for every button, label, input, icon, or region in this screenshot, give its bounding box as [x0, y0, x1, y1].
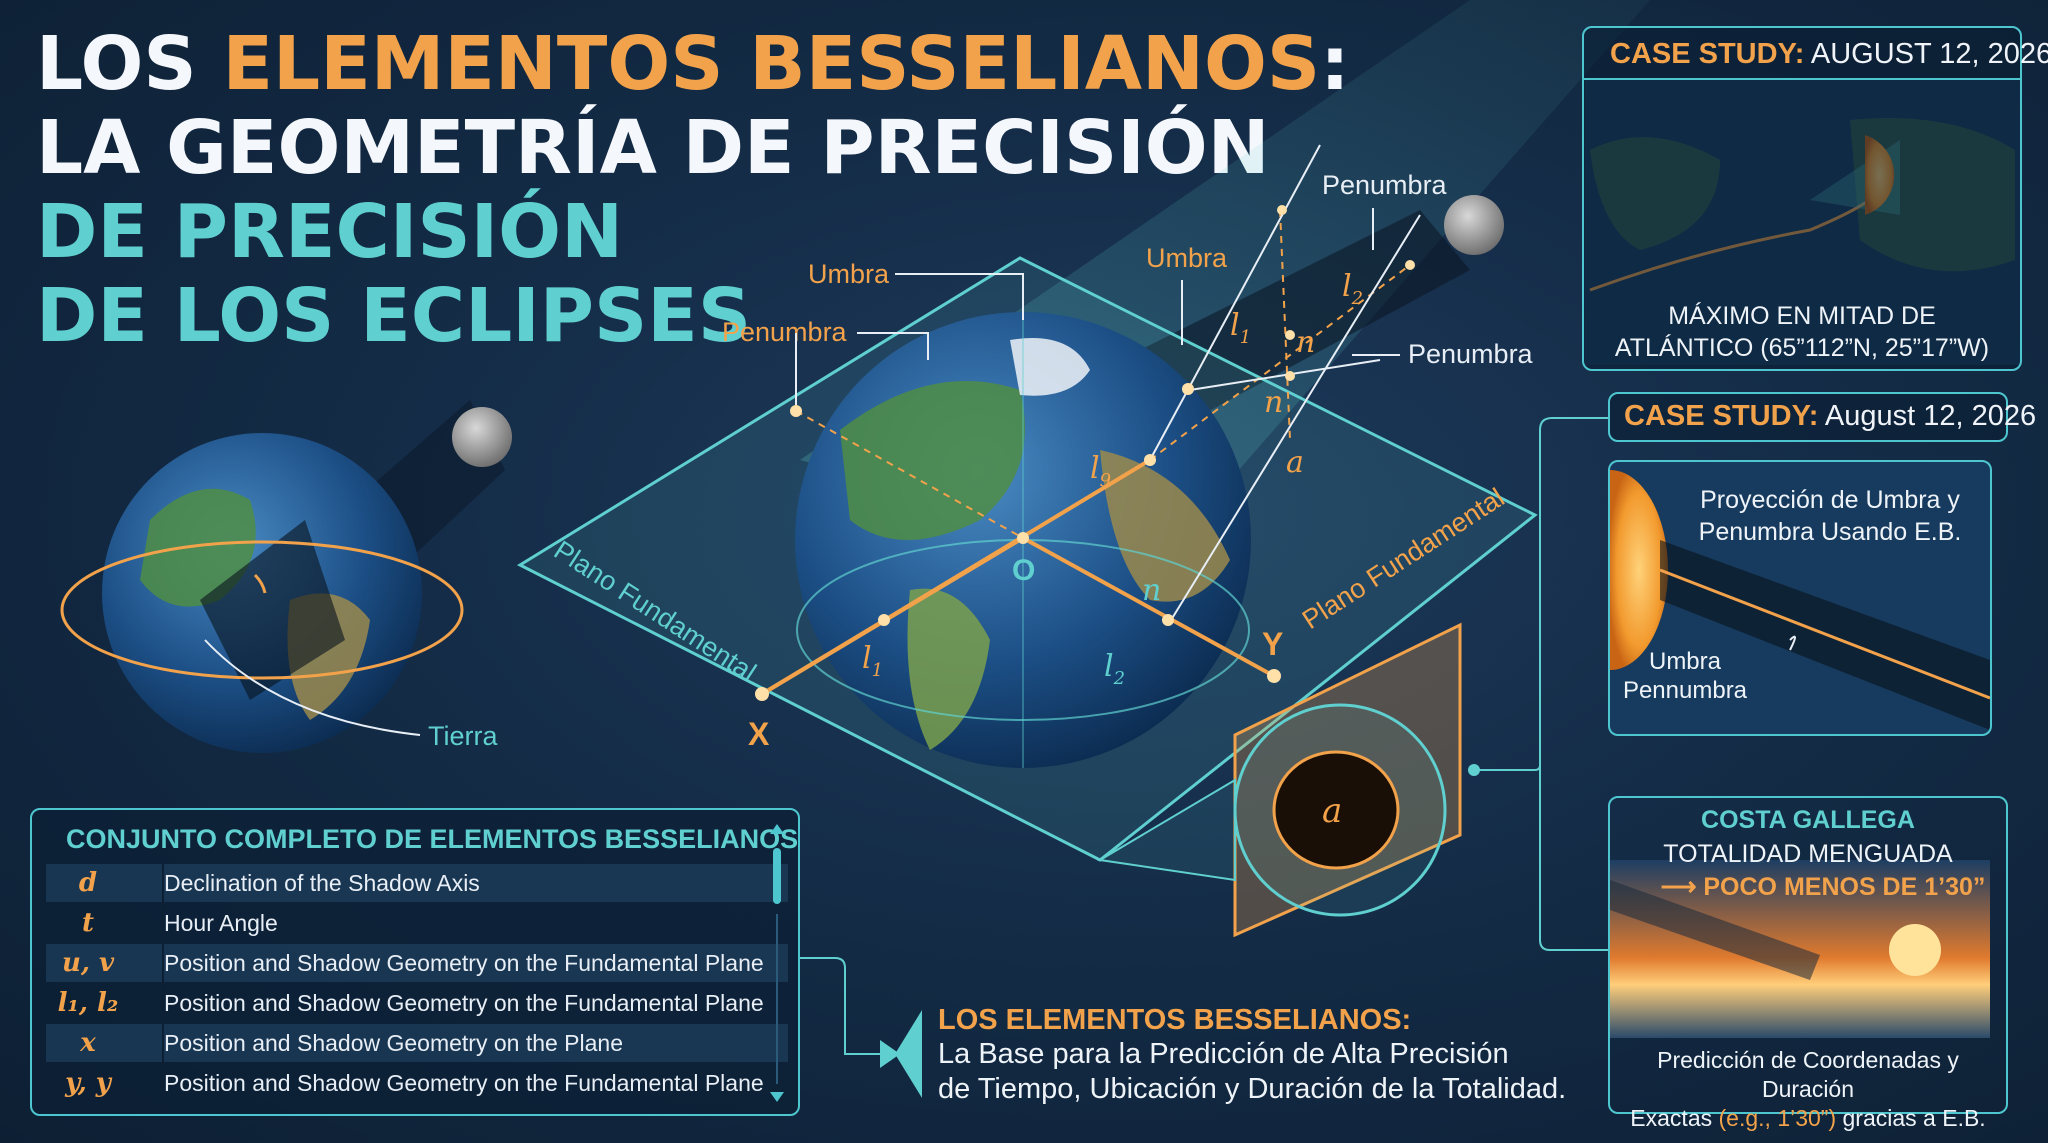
page-title: LOS ELEMENTOS BESSELIANOS: LA GEOMETRÍA … — [36, 21, 1350, 359]
case-study-panel-bottom: COSTA GALLEGA TOTALIDAD MENGUADA ⟶ POCO … — [1608, 796, 2008, 1131]
axis-y-label: Y — [1262, 626, 1283, 662]
connector-lines — [800, 417, 1608, 1055]
summary-block: LOS ELEMENTOS BESSELIANOS: La Base para … — [938, 1004, 1566, 1107]
case-bottom-line1: TOTALIDAD MENGUADA — [1663, 840, 1953, 868]
case-study-header-mid: CASE STUDY: August 12, 2026 — [1608, 392, 2036, 442]
l1-label: l1 — [862, 641, 883, 681]
bessel-elements-table: CONJUNTO COMPLETO DE ELEMENTOS BESSELIAN… — [30, 808, 800, 1116]
arrow-right-icon: ⟶ — [1660, 873, 1704, 901]
title-line-2: LA GEOMETRÍA DE PRECISIÓN — [36, 105, 1270, 191]
scroll-thumb[interactable] — [773, 848, 781, 904]
case-mid-caption-1: Proyección de Umbra y — [1700, 486, 1960, 514]
title-highlight: ELEMENTOS BESSELIANOS — [222, 21, 1321, 107]
case-mid-umbra: Umbra — [1648, 648, 1721, 675]
sun-icon-mid — [1610, 470, 1668, 670]
n-label-lower: n — [1264, 385, 1283, 420]
case-top-caption-1: MÁXIMO EN MITAD DE — [1668, 302, 1936, 330]
case-mid-penumbra: Pennumbra — [1622, 677, 1748, 704]
summary-line-2: de Tiempo, Ubicación y Duración de la To… — [938, 1073, 1567, 1105]
small-earth-illustration: Tierra — [60, 400, 512, 753]
l2-label-top: l2 — [1342, 269, 1363, 309]
case-bottom-title: COSTA GALLEGA — [1701, 806, 1915, 834]
geometry-nodes — [755, 205, 1415, 701]
scroll-up-icon[interactable] — [770, 824, 784, 834]
case-study-panel-mid: Proyección de Umbra y Penumbra Usando E.… — [1608, 460, 1992, 736]
geometry-lines — [760, 458, 1275, 696]
case-bottom-line2: POCO MENOS DE 1’30” — [1703, 873, 1986, 901]
title-line-4: DE LOS ECLIPSES — [36, 273, 752, 359]
axis-x-label: X — [748, 716, 770, 752]
a-circle-label: a — [1322, 791, 1342, 831]
table-scrollbar[interactable] — [770, 824, 784, 1102]
small-moon-icon — [452, 407, 512, 467]
l1-label-top: l1 — [1230, 308, 1251, 348]
case-bottom-foot-1: Predicción de Coordenadas y Duración — [1657, 1047, 1959, 1102]
umbra-disk — [1272, 750, 1400, 870]
earth-label: Tierra — [428, 721, 498, 751]
case-study-panel-top: CASE STUDY: AUGUST 12, 2026 MÁXIMO EN MI… — [1582, 26, 2048, 371]
orbit-ring — [60, 540, 464, 680]
summary-heading: LOS ELEMENTOS BESSELIANOS: — [938, 1004, 1412, 1036]
umbra-label-top: Umbra — [1146, 243, 1228, 273]
umbra-label-left: Umbra — [808, 259, 890, 289]
case-top-caption-2: ATLÁNTICO (65”112”N, 25”17”W) — [1614, 334, 1990, 362]
moon-icon — [1444, 195, 1504, 255]
penumbra-label-top: Penumbra — [1322, 170, 1448, 200]
sunset-icon — [1889, 924, 1941, 976]
n-label-plane: n — [1142, 573, 1161, 608]
n-label-upper: n — [1296, 325, 1315, 360]
case-top-header: CASE STUDY: AUGUST 12, 2026 — [1610, 38, 2048, 70]
case-bottom-sunset — [1610, 860, 1990, 1038]
l2-label-plane: l2 — [1104, 649, 1125, 689]
origin-label: O — [1012, 554, 1035, 587]
table-title: CONJUNTO COMPLETO DE ELEMENTOS BESSELIAN… — [66, 824, 799, 854]
title-line-3: DE PRECISIÓN — [36, 189, 624, 275]
case-bottom-foot-hl: (e.g., 1’30”) — [1718, 1105, 1837, 1131]
summary-line-1: La Base para la Predicción de Alta Preci… — [938, 1038, 1509, 1070]
scroll-down-icon[interactable] — [770, 1092, 784, 1102]
case-mid-caption-2: Penumbra Usando E.B. — [1698, 518, 1962, 546]
penumbra-label-left: Penumbra — [722, 317, 848, 347]
summary-arrow-icon — [895, 1010, 922, 1098]
penumbra-label-right: Penumbra — [1408, 339, 1534, 369]
l9-label: l9 — [1090, 451, 1111, 491]
case-mid-map — [1610, 462, 1991, 734]
a-label-top: a — [1286, 445, 1304, 480]
